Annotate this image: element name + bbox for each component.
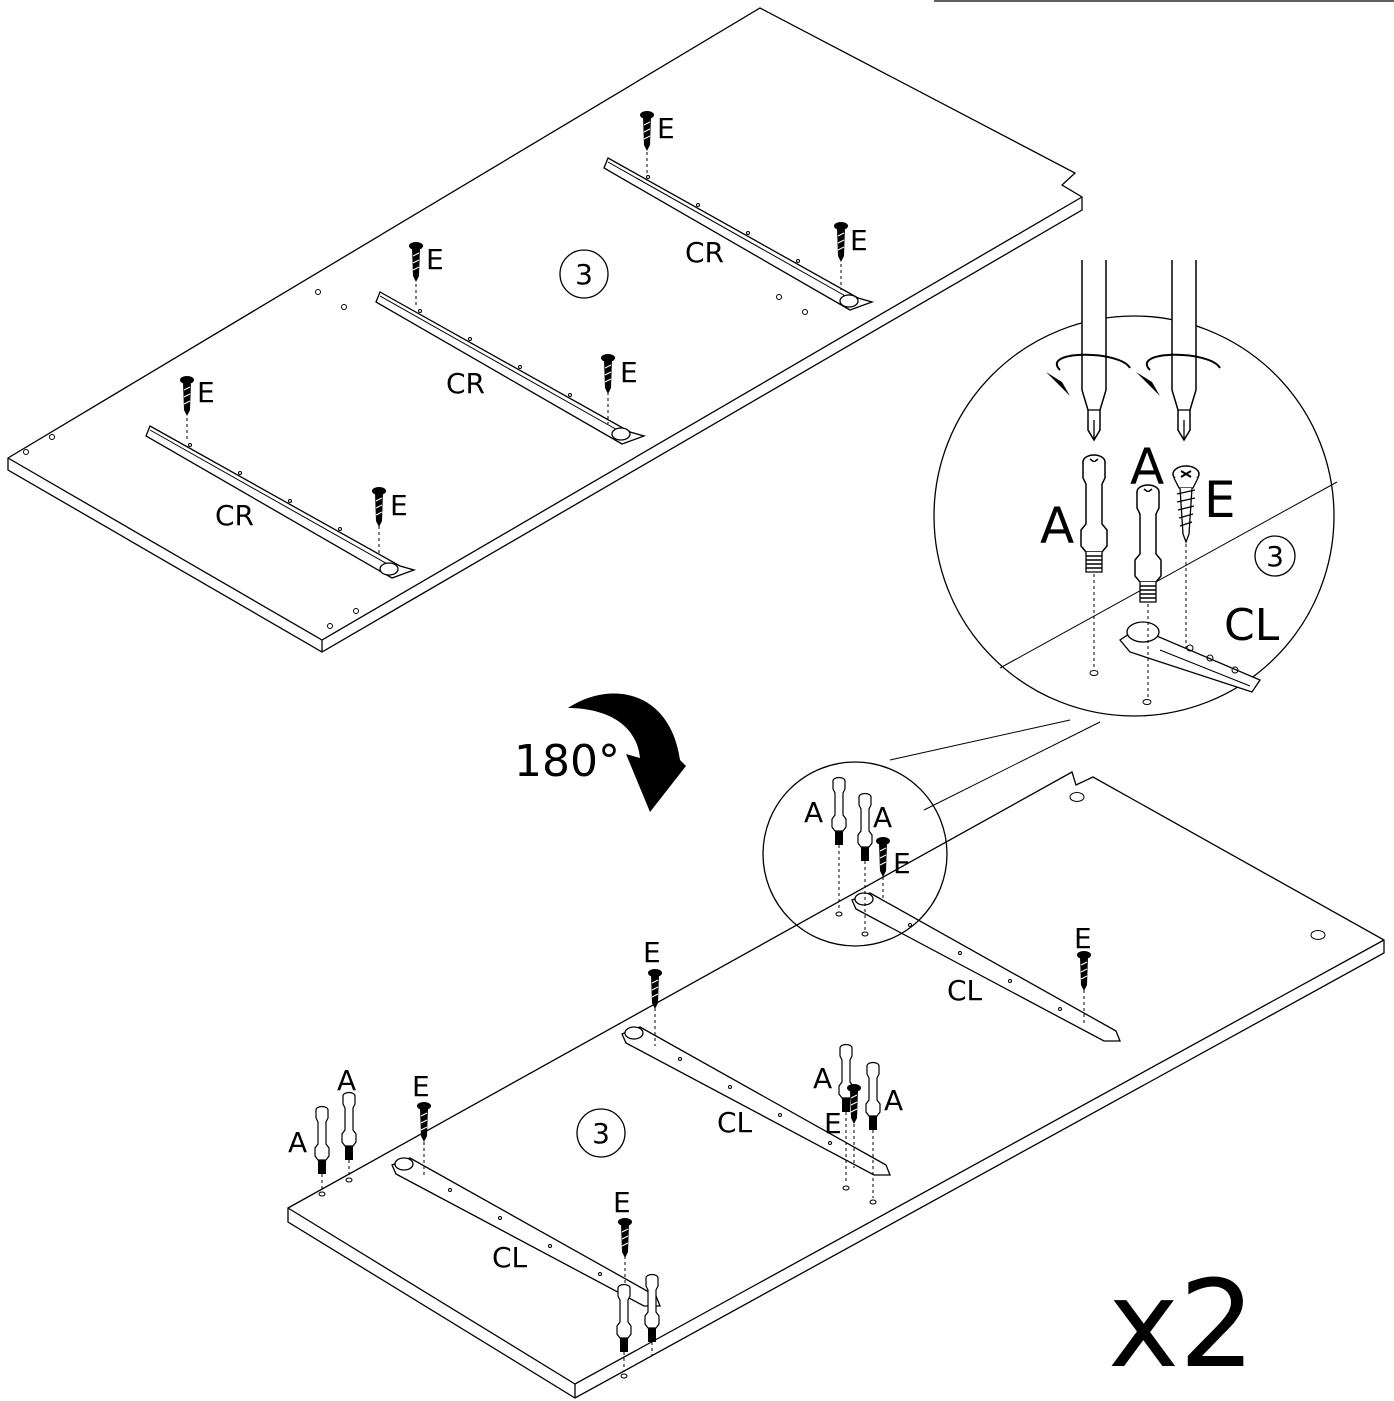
cam-bolt-label: A [337,1064,356,1097]
rail-label: CL [1224,600,1280,651]
step-number: 3 [592,1117,610,1150]
cam-bolt-label: A [884,1084,903,1117]
screw-label: E [426,243,444,276]
detail-callout: A A E CL 3 [889,259,1338,811]
step-badge: 3 [1254,535,1296,577]
cam-bolt-label: A [804,796,823,829]
rail-cl-3 [851,892,1121,1042]
rail-label: CR [685,236,724,269]
screw-label: E [412,1070,430,1103]
screw-label: E [824,1107,842,1140]
rail-cr-1 [145,375,417,579]
rail-cl-1 [391,1101,661,1379]
zoom-circle [762,761,948,947]
screw-label: E [893,847,911,880]
cam-bolt-label: A [1040,497,1074,555]
screw-label: E [197,376,215,409]
rotation-label: 180° [514,736,620,787]
rail-label: CL [947,974,983,1007]
screw-label: E [620,356,638,389]
screw-label: E [643,936,661,969]
rail-cr-3 [603,110,875,311]
cam-bolt-label: A [288,1126,307,1159]
rail-label: CL [717,1106,753,1139]
upper-panel: E E E E E E CR CR CR 3 [7,7,1083,653]
rotation-arrow: 180° [514,693,686,812]
step-number: 3 [575,258,593,291]
screw-label: E [1204,471,1236,529]
rail-cr-2 [375,241,647,445]
rail-label: CR [215,499,254,532]
screw-label: E [1074,922,1092,955]
screw-label: E [613,1186,631,1219]
screw-label: E [657,112,675,145]
lower-panel: A A E E E E E E A A A A CL CL CL 3 [287,761,1385,1399]
quantity-label: x2 [1108,1256,1255,1395]
cam-bolt-label: A [873,801,892,834]
screw-label: E [850,224,868,257]
screw-label: E [390,489,408,522]
step-badge: 3 [559,249,609,299]
rail-label: CR [446,367,485,400]
cam-bolt-label: A [1130,438,1164,496]
rail-cl-2 [621,968,891,1205]
rail-label: CL [492,1241,528,1274]
cam-bolt-label: A [813,1062,832,1095]
step-number: 3 [1266,540,1284,573]
step-badge: 3 [576,1108,626,1158]
